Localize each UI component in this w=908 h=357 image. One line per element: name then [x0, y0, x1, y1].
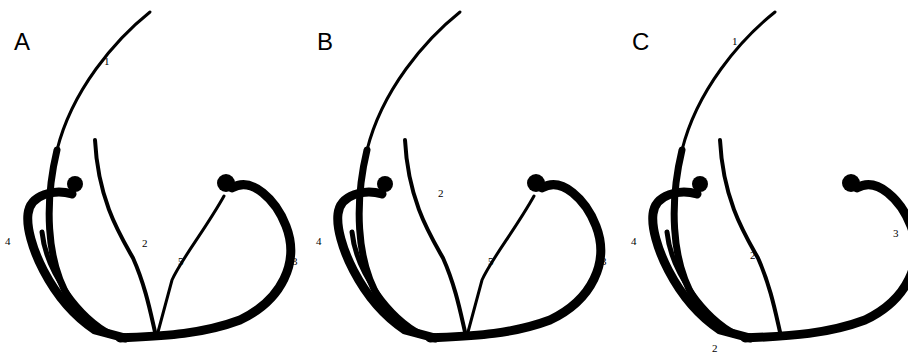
callout-number: 3: [601, 256, 607, 267]
callout-number: 2: [142, 238, 148, 249]
callout-number: 4: [631, 236, 637, 247]
callout-number: 3: [893, 228, 899, 239]
callout-number: 4: [316, 236, 322, 247]
panel-b: [338, 12, 601, 338]
panel-letter: B: [317, 30, 333, 54]
callout-number: 3: [292, 256, 298, 267]
callout-number: 4: [5, 236, 11, 247]
callout-number: 1: [104, 56, 110, 67]
callout-number: 5: [488, 256, 494, 267]
callout-number: 2: [712, 343, 718, 354]
callout-number: 1: [732, 36, 738, 47]
callout-number: 2: [438, 188, 444, 199]
callout-number: 5: [178, 256, 184, 267]
callout-number: 2: [750, 250, 756, 261]
panel-letter: A: [14, 30, 30, 54]
panel-c: [653, 12, 908, 338]
panel-a: [28, 12, 291, 338]
panel-letter: C: [632, 30, 649, 54]
